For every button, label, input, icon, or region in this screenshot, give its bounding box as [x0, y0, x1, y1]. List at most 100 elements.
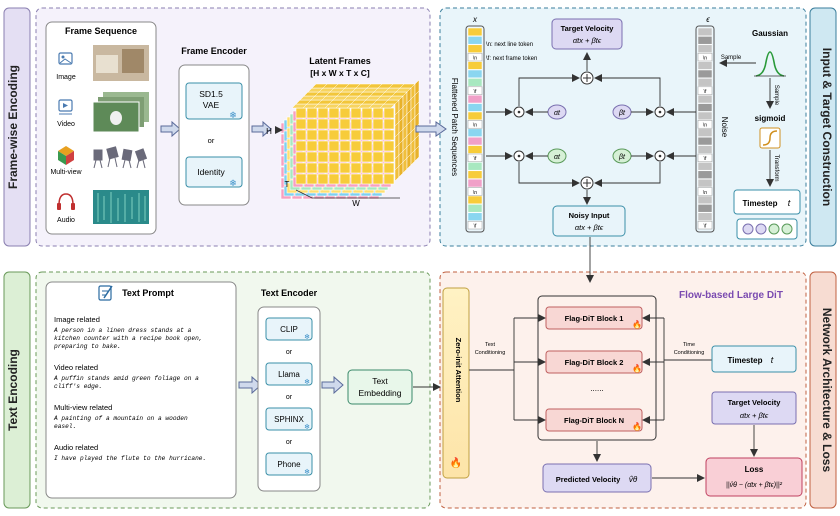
eps-patch-token	[697, 69, 713, 79]
text-encoder-option	[265, 452, 313, 476]
latent-cell	[317, 140, 329, 152]
x-patch-token	[467, 195, 483, 205]
text-encoder-option	[265, 362, 313, 386]
loss-box	[705, 457, 803, 497]
image-thumbnail-detail	[96, 55, 118, 73]
latent-cell	[295, 118, 307, 130]
video-thumbnail-subject	[110, 111, 122, 125]
latent-cell	[339, 151, 351, 163]
predicted-velocity-label: Predicted Velocity	[556, 475, 621, 484]
x-separator-token	[467, 120, 483, 129]
latent-cell	[383, 107, 395, 119]
svg-text:αt: αt	[554, 154, 561, 161]
sigmoid-label: sigmoid	[755, 114, 786, 123]
arrow-encoder-to-latent	[251, 120, 272, 138]
latent-cell	[350, 140, 362, 152]
x-separator-token	[467, 153, 483, 163]
text-embedding-line1: Text	[372, 376, 388, 386]
flow-lines	[486, 52, 774, 283]
latent-cell	[306, 118, 318, 130]
video-icon	[58, 99, 73, 115]
dit-block-list: Flag-DiT Block 1🔥Flag-DiT Block 2🔥......…	[545, 306, 643, 432]
zero-init-attention-label: Zero-init Attention	[454, 338, 463, 403]
latent-cell	[350, 151, 362, 163]
latent-cell	[383, 118, 395, 130]
latent-cell	[372, 151, 384, 163]
modality-image-label: Image	[56, 74, 76, 81]
loss-formula: ||v̂θ − (α̇tx + β̇tϵ)||²	[726, 482, 783, 489]
latent-cell	[361, 151, 373, 163]
dit-block-ellipsis: ......	[590, 384, 603, 393]
x-patch-token	[467, 128, 483, 137]
network-side-tab	[809, 271, 837, 509]
legend-line-token: \n: next line token	[486, 42, 533, 48]
latent-dims: [H x W x T x C]	[310, 68, 370, 78]
beta-node: βt	[612, 148, 632, 164]
prompt-heading: Audio related	[54, 443, 98, 452]
alpha-dot-node: α̇t	[547, 104, 567, 120]
eps-separator-token-label: \n	[703, 55, 707, 61]
eps-patch-token	[697, 128, 713, 137]
latent-cell	[306, 151, 318, 163]
dit-block-label: Flag-DiT Block 2	[565, 358, 624, 367]
fire-icon: 🔥	[632, 421, 642, 431]
plus-node-bottom	[580, 176, 594, 190]
eps-patch-token	[697, 36, 713, 45]
eps-patch-token	[697, 111, 713, 121]
latent-cell	[317, 162, 329, 174]
noise-label: Noise	[720, 117, 729, 138]
arrow-latent-to-patches	[415, 121, 447, 137]
text-embedding-line2: Embedding	[358, 388, 401, 398]
network-label: Network Architecture & Loss	[820, 308, 834, 473]
text-prompt-box	[45, 281, 237, 499]
x-patch-token	[467, 61, 483, 70]
timestep-top-label: Timestep	[743, 199, 778, 208]
latent-cell	[372, 118, 384, 130]
encoder-or-label: or	[208, 136, 215, 145]
frame-encoding-label: Frame-wise Encoding	[6, 65, 20, 189]
x-patch-token	[467, 204, 483, 213]
x-patch-token	[467, 36, 483, 45]
audio-spectrogram-stripes	[97, 192, 146, 223]
text-conditioning-lines	[469, 314, 546, 424]
latent-cell	[350, 129, 362, 141]
eps-separator-token	[697, 86, 713, 95]
time-conditioning-lines	[642, 314, 712, 424]
multiply-node	[654, 106, 666, 118]
latent-cell	[361, 107, 373, 119]
headphones-icon	[57, 193, 75, 210]
gaussian-title: Gaussian	[752, 29, 788, 38]
text-encoder-title: Text Encoder	[261, 288, 318, 298]
x-patch-token	[467, 162, 483, 171]
flattened-label: Flattened Patch Sequences	[450, 78, 459, 176]
prompt-heading: Video related	[54, 363, 98, 372]
audio-spectrogram	[93, 190, 149, 224]
latent-cell	[383, 151, 395, 163]
modality-audio-label: Audio	[57, 217, 75, 224]
x-separator-token-label: \f	[474, 89, 477, 95]
noisy-input-title: Noisy Input	[569, 211, 610, 220]
eps-patch-token	[697, 195, 713, 205]
input-target-side-tab	[809, 7, 837, 247]
noisy-input-box	[552, 205, 626, 237]
timestep-bottom-var: t	[771, 355, 774, 365]
target-velocity-bottom-formula: α̇tx + β̇tϵ	[740, 411, 769, 420]
latent-cell	[339, 118, 351, 130]
svg-text:β̇t: β̇t	[618, 110, 626, 117]
svg-text:βt: βt	[618, 154, 626, 161]
predicted-velocity-box	[542, 463, 652, 493]
multiview-icon	[58, 146, 74, 165]
target-velocity-top-box	[551, 18, 623, 50]
prompt-text-line: I have played the flute to the hurricane…	[54, 455, 206, 462]
x-separator-token-label: \f	[474, 223, 477, 229]
latent-cell	[295, 129, 307, 141]
encoder-vae-line2: VAE	[203, 100, 220, 110]
arrow-prompt-to-encoder	[238, 375, 262, 395]
eps-separator-token-label: \f	[704, 89, 707, 95]
prompt-text-line: easel.	[54, 423, 76, 430]
x-patch-token	[467, 111, 483, 121]
latent-cell	[372, 173, 384, 185]
fire-icon: 🔥	[632, 363, 642, 373]
